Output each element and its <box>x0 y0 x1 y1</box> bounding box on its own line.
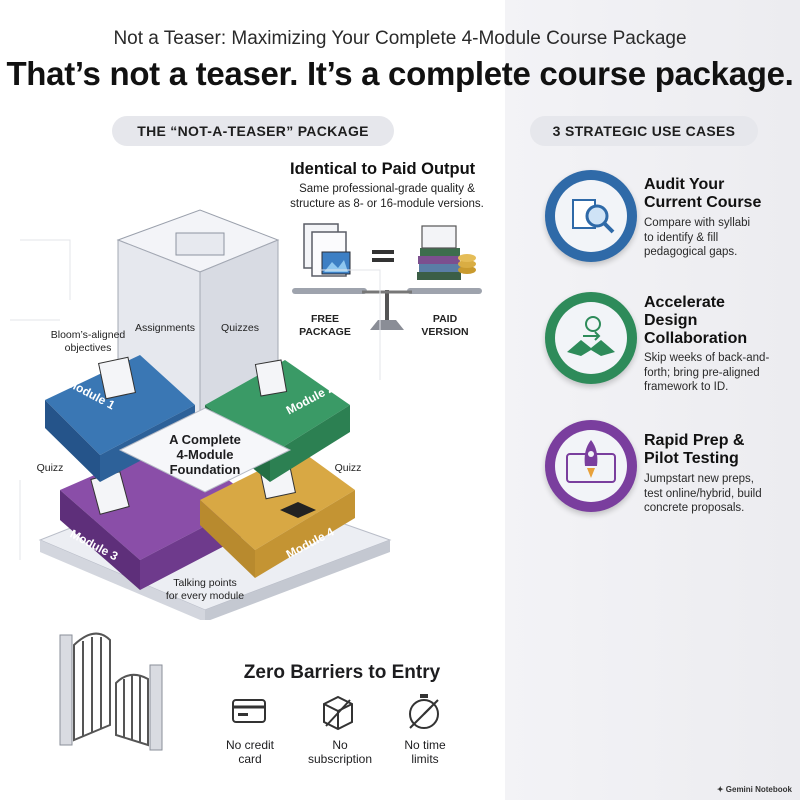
use-case-3-desc: Jumpstart new preps, test online/hybrid,… <box>644 472 762 516</box>
use-case-2-title-line-3: Collaboration <box>644 330 748 347</box>
handshake-icon <box>555 302 627 374</box>
stopwatch-icon <box>409 694 439 729</box>
barrier-credit-card: No credit card <box>215 738 285 766</box>
box-icon <box>323 695 353 731</box>
use-case-3-badge <box>545 420 637 512</box>
barrier-1-line-2: card <box>238 752 262 766</box>
center-foundation-label: A Complete 4-Module Foundation <box>150 432 260 477</box>
free-label-line-1: FREE <box>310 313 339 325</box>
center-line-1: A Complete <box>169 432 241 447</box>
use-case-1-title: Audit Your Current Course <box>644 176 761 212</box>
use-case-2-badge <box>545 292 637 384</box>
use-case-3-title-line-2: Pilot Testing <box>644 450 739 467</box>
use-case-1-desc-line-2: to identify & fill <box>644 231 719 244</box>
use-case-1-desc-line-1: Compare with syllabi <box>644 217 751 229</box>
page-subtitle: Not a Teaser: Maximizing Your Complete 4… <box>113 28 687 49</box>
barriers-title: Zero Barriers to Entry <box>243 662 441 683</box>
use-case-1-title-line-1: Audit Your <box>644 176 725 193</box>
use-case-3-desc-line-3: concrete proposals. <box>644 502 745 514</box>
identical-desc-line-1: Same professional-grade quality & <box>299 183 475 195</box>
blooms-label-line-2: objectives <box>64 342 112 354</box>
use-case-1-title-line-2: Current Course <box>644 194 762 211</box>
assignments-label: Assignments <box>134 322 196 334</box>
use-cases-section-pill: 3 STRATEGIC USE CASES <box>530 116 758 146</box>
graduation-cap-icon <box>280 502 316 518</box>
use-case-2-desc-line-3: framework to ID. <box>644 381 729 393</box>
gemini-logo-icon: ✦ <box>716 785 726 794</box>
use-case-3-desc-line-1: Jumpstart new preps, <box>644 473 754 485</box>
use-case-1-badge <box>545 170 637 262</box>
use-case-1-desc: Compare with syllabi to identify & fill … <box>644 216 750 260</box>
gemini-notebook-credit: ✦ Gemini Notebook <box>717 785 792 794</box>
barrier-time-limits: No time limits <box>390 738 460 766</box>
use-case-2-title: Accelerate Design Collaboration <box>644 294 747 348</box>
free-label-line-2: PACKAGE <box>299 326 351 338</box>
balance-scale-illustration <box>292 223 482 330</box>
use-case-2-title-line-1: Accelerate <box>644 294 725 311</box>
barrier-1-line-1: No credit <box>225 738 275 752</box>
identical-desc-line-2: structure as 8- or 16-module versions. <box>290 198 484 210</box>
identical-title: Identical to Paid Output <box>290 160 476 178</box>
package-section-pill: THE “NOT-A-TEASER” PACKAGE <box>112 116 394 146</box>
puzzle-tower-illustration <box>10 209 392 620</box>
tower-top-box-icon <box>175 232 225 256</box>
barrier-2-line-1: No <box>332 738 348 752</box>
barrier-subscription: No subscription <box>298 738 382 766</box>
rocket-icon <box>555 430 627 502</box>
credit-text: Gemini Notebook <box>725 785 792 794</box>
paid-version-stack-icon <box>417 225 476 280</box>
talking-points-line-2: for every module <box>165 590 245 602</box>
use-case-2-title-line-2: Design <box>644 312 698 329</box>
quiz-left-label: Quizz <box>36 462 64 474</box>
paid-label-line-1: PAID <box>432 313 458 325</box>
barrier-3-line-2: limits <box>411 752 439 766</box>
page-title: That’s not a teaser. It’s a complete cou… <box>6 55 794 92</box>
barrier-3-line-1: No time <box>404 738 446 752</box>
use-case-3-title: Rapid Prep & Pilot Testing <box>644 432 744 468</box>
center-line-2: 4-Module <box>176 447 234 462</box>
paid-label-line-2: VERSION <box>421 326 469 338</box>
use-case-2-desc: Skip weeks of back-and- forth; bring pre… <box>644 351 769 395</box>
center-line-3: Foundation <box>169 462 241 477</box>
open-gate-illustration <box>59 632 163 751</box>
use-case-3-title-line-1: Rapid Prep & <box>644 432 745 449</box>
free-package-docs-icon <box>303 223 351 277</box>
magnifier-icon <box>555 180 627 252</box>
talking-points-line-1: Talking points <box>173 577 237 589</box>
quizzes-label: Quizzes <box>221 322 259 334</box>
use-case-2-desc-line-1: Skip weeks of back-and- <box>644 352 770 364</box>
use-case-2-desc-line-2: forth; bring pre-aligned <box>644 366 760 379</box>
blooms-label-line-1: Bloom’s-aligned <box>50 329 126 341</box>
use-case-1-desc-line-3: pedagogical gaps. <box>644 246 738 258</box>
barrier-2-line-2: subscription <box>307 752 373 766</box>
credit-card-icon <box>232 699 266 723</box>
use-case-3-desc-line-2: test online/hybrid, build <box>644 487 762 500</box>
quiz-right-label: Quizz <box>334 462 362 474</box>
